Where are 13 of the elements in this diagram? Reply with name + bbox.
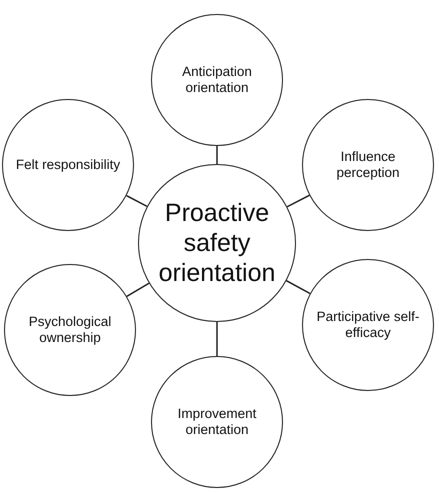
- node-label: Felt responsibility: [16, 156, 120, 174]
- node-label: Influence perception: [335, 148, 401, 182]
- connector-line: [216, 322, 218, 356]
- node-label: Anticipation orientation: [181, 64, 253, 96]
- connector-line: [216, 146, 218, 164]
- node-label: Psychological ownership: [28, 314, 112, 346]
- connector-line: [286, 194, 310, 208]
- connector-line: [126, 282, 150, 298]
- node-label: Improvement orientation: [176, 406, 258, 438]
- node-label: Participative self-efficacy: [316, 308, 420, 342]
- connector-line: [126, 194, 148, 208]
- node-label: Proactive safety orientation: [158, 198, 276, 288]
- connector-line: [286, 280, 310, 294]
